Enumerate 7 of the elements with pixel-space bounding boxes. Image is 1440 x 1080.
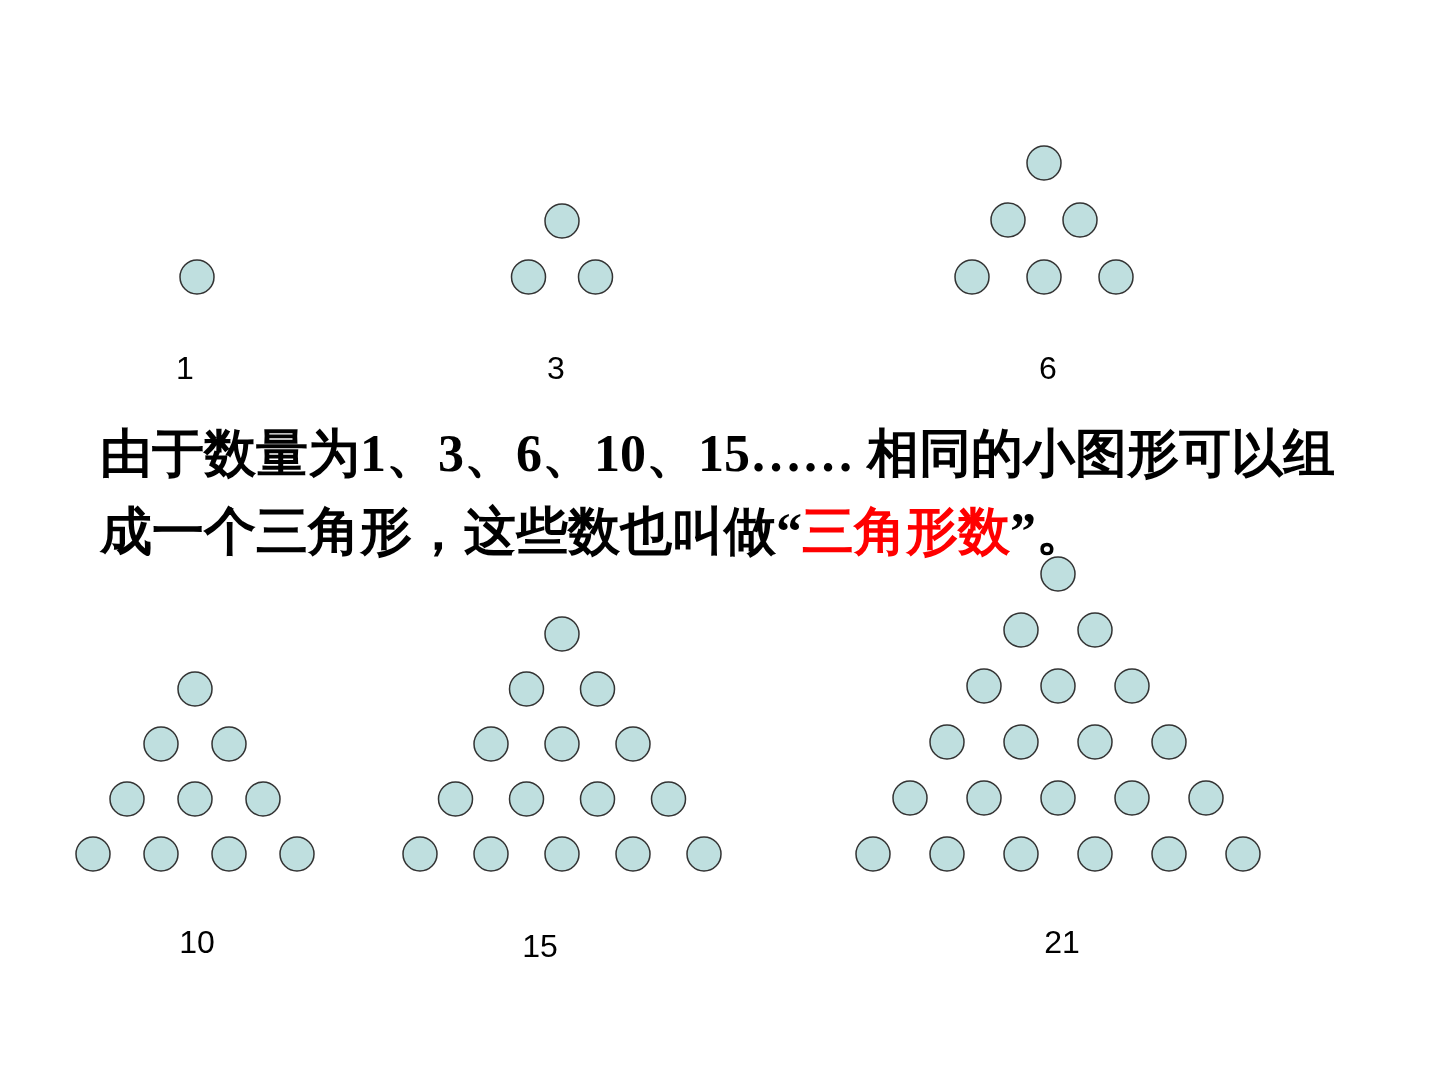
count-label: 6	[1039, 352, 1057, 384]
count-label: 1	[176, 352, 194, 384]
paragraph-text: 由于数量为1、3、6、10、15…… 相同的小图形可以组成一个三角形，这些数也叫做“三角形数”。	[100, 424, 1336, 562]
count-label: 10	[179, 926, 215, 958]
count-label: 3	[547, 352, 565, 384]
count-label: 21	[1044, 926, 1080, 958]
count-label: 15	[522, 930, 558, 962]
